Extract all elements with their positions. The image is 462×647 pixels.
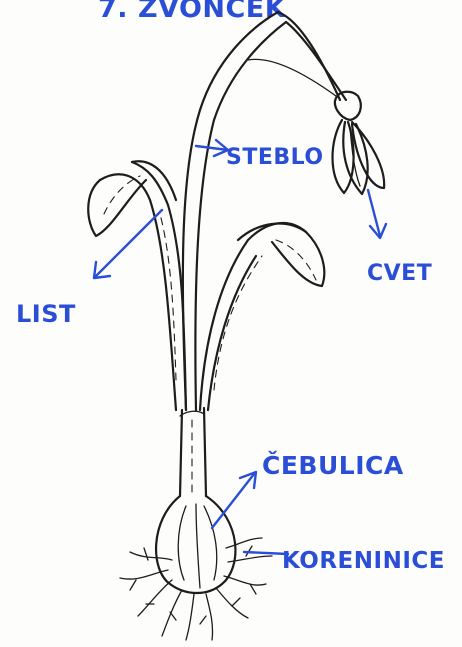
snowdrop-plant	[88, 12, 384, 640]
bulb	[156, 496, 235, 593]
left-leaf	[88, 161, 186, 410]
flower-bell	[333, 92, 385, 194]
stem-sheath	[180, 408, 206, 496]
right-leaf	[200, 223, 324, 410]
label-koreninice: KORENINICE	[282, 548, 445, 574]
label-list: LIST	[16, 300, 76, 328]
list-pointer	[96, 210, 162, 276]
label-steblo: STEBLO	[226, 145, 324, 170]
label-cvet: CVET	[367, 261, 432, 286]
cebulica-pointer	[212, 474, 254, 528]
label-cebulica: ČEBULICA	[262, 450, 404, 480]
label-pointers	[94, 140, 386, 554]
diagram-title: 7. ZVONČEK	[98, 0, 287, 24]
